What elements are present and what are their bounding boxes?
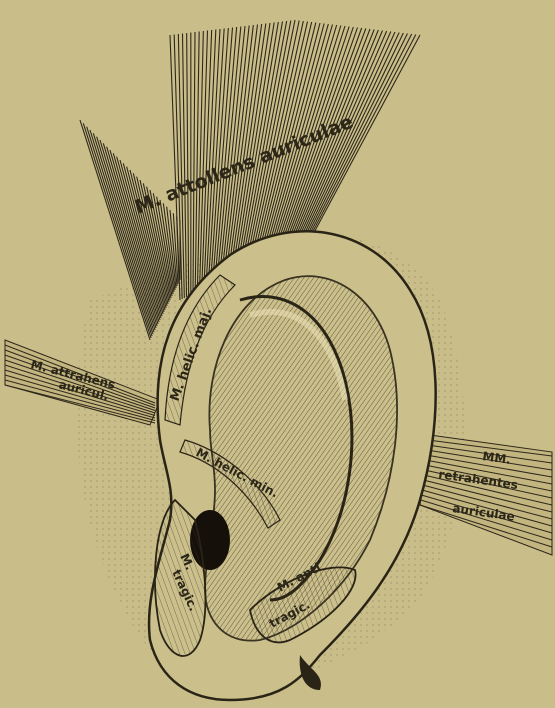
label-attollens: M. attollens auriculae — [132, 111, 357, 219]
